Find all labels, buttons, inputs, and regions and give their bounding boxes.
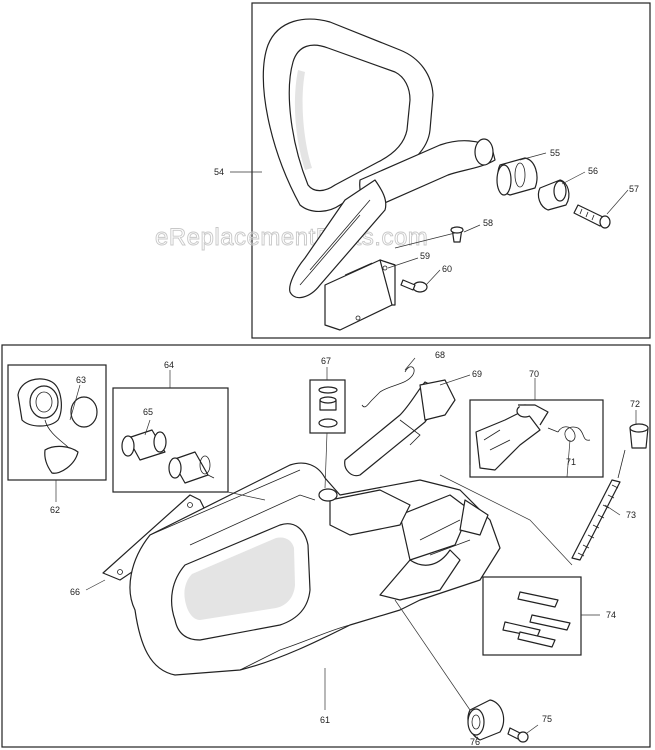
callout-69: 69 xyxy=(472,369,482,379)
front-handle-part-54[interactable] xyxy=(262,18,496,299)
grommet-part-67[interactable] xyxy=(318,386,338,428)
collar-part-56[interactable] xyxy=(537,179,570,211)
callout-70: 70 xyxy=(529,369,539,379)
screw-part-60[interactable] xyxy=(400,279,428,293)
grommet-box xyxy=(309,379,346,434)
callout-73: 73 xyxy=(626,510,636,520)
trigger-part-69[interactable] xyxy=(344,379,456,477)
callout-62: 62 xyxy=(50,505,60,515)
callout-59: 59 xyxy=(420,251,430,261)
callout-57: 57 xyxy=(629,184,639,194)
callout-55: 55 xyxy=(550,148,560,158)
spring-part-71[interactable] xyxy=(547,426,591,442)
strap-part-73[interactable] xyxy=(571,449,626,561)
plate-part-59[interactable] xyxy=(324,259,396,331)
callout-54: 54 xyxy=(214,167,224,177)
bushing-part-76[interactable] xyxy=(467,699,505,741)
screw-part-75[interactable] xyxy=(507,727,529,743)
pins-box xyxy=(482,576,582,656)
pins-part-74[interactable] xyxy=(502,591,571,648)
bolt-part-57[interactable] xyxy=(573,204,611,229)
filter-box xyxy=(112,387,229,493)
callout-56: 56 xyxy=(588,166,598,176)
callout-60: 60 xyxy=(442,264,452,274)
callout-64: 64 xyxy=(164,360,174,370)
callout-61: 61 xyxy=(320,715,330,725)
callout-58: 58 xyxy=(483,218,493,228)
callout-74: 74 xyxy=(606,610,616,620)
callout-71: 71 xyxy=(566,457,576,467)
housing-assembly-frame xyxy=(1,344,651,748)
lever-part-70[interactable] xyxy=(475,404,549,471)
callout-63: 63 xyxy=(76,375,86,385)
callout-72: 72 xyxy=(630,399,640,409)
callout-66: 66 xyxy=(70,587,80,597)
gasket-part-63[interactable] xyxy=(70,396,98,428)
callout-65: 65 xyxy=(143,407,153,417)
handle-assembly-frame xyxy=(251,2,651,339)
screw-part-58[interactable] xyxy=(450,226,464,243)
callout-75: 75 xyxy=(542,714,552,724)
callout-67: 67 xyxy=(321,356,331,366)
cap-part-72[interactable] xyxy=(629,423,649,449)
bushing-part-55[interactable] xyxy=(496,157,538,196)
fuel-cap-box xyxy=(7,364,107,481)
housing-part-61[interactable] xyxy=(129,462,501,676)
callout-68: 68 xyxy=(435,350,445,360)
lever-box xyxy=(469,399,604,478)
watermark: eReplacementParts.com xyxy=(155,224,428,251)
callout-76: 76 xyxy=(470,737,480,747)
spring-part-68[interactable] xyxy=(361,366,415,408)
fuel-cap-part-62[interactable] xyxy=(17,378,79,474)
filter-part-65[interactable] xyxy=(121,429,215,484)
